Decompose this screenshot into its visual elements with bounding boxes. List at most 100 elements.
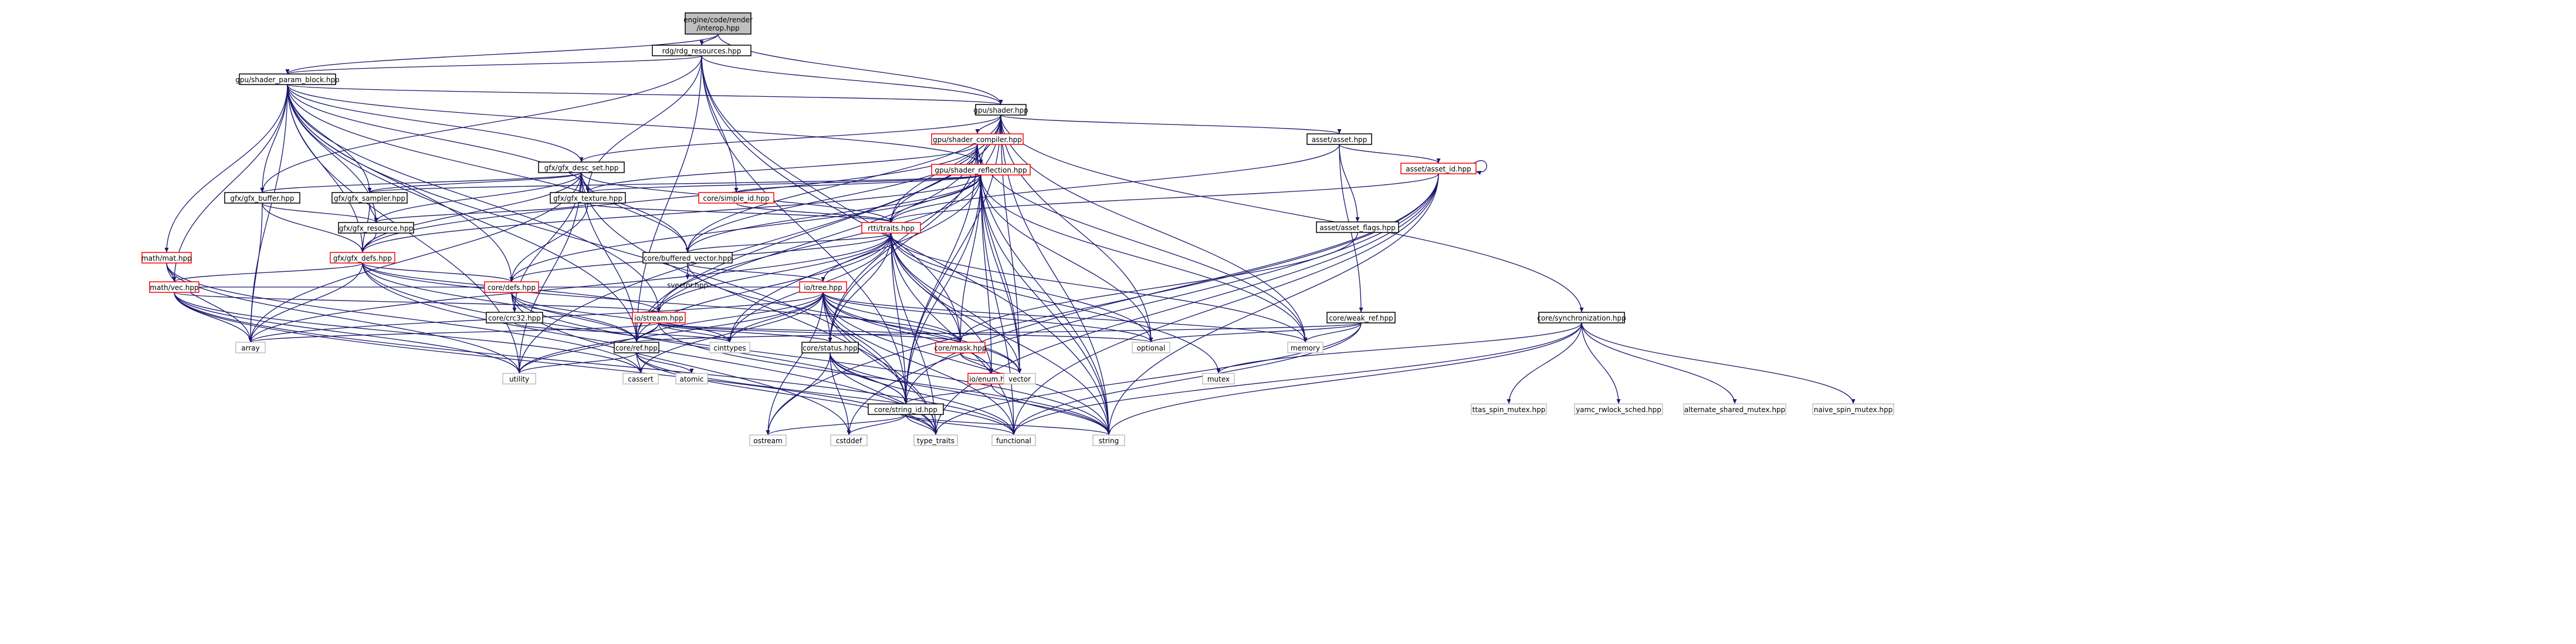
node-label: io/tree.hpp (804, 284, 842, 292)
node-optional[interactable]: optional (1132, 342, 1170, 353)
node-alternate[interactable]: alternate_shared_mutex.hpp (1683, 403, 1786, 415)
node-asset[interactable]: asset/asset.hpp (1306, 133, 1372, 145)
node-label: rtti/traits.hpp (868, 224, 915, 232)
node-box (642, 252, 733, 264)
edge-line (736, 174, 981, 193)
node-memory[interactable]: memory (1287, 342, 1323, 353)
node-atomic[interactable]: atomic (675, 373, 708, 385)
node-box (1538, 312, 1625, 323)
node-functional[interactable]: functional (991, 434, 1036, 446)
node-layer: engine/code/render/interop.hpp rdg/rdg_re… (141, 12, 1894, 446)
node-box (749, 434, 787, 446)
node-cstddef[interactable]: cstddef (830, 434, 868, 446)
node-texture[interactable]: gfx/gfx_texture.hpp (550, 192, 626, 204)
node-weakref[interactable]: core/weak_ref.hpp (1326, 312, 1396, 323)
node-string[interactable]: string (1092, 434, 1125, 446)
node-root[interactable]: engine/code/render/interop.hpp (683, 12, 753, 35)
edge-arrowhead (958, 338, 963, 342)
edge-line (287, 84, 637, 343)
edge-line (166, 84, 288, 253)
node-label: gfx/gfx_desc_set.hpp (544, 164, 619, 172)
node-cassert[interactable]: cassert (622, 373, 659, 385)
node-ostream[interactable]: ostream (749, 434, 787, 446)
edge-arrowhead (164, 248, 169, 252)
node-reflection[interactable]: gpu/shader_reflection.hpp (931, 164, 1031, 176)
edge-line (1150, 322, 1362, 343)
node-typetraits[interactable]: type_traits (913, 434, 958, 446)
edge-line (891, 144, 1340, 223)
node-naive[interactable]: naive_spin_mutex.hpp (1812, 403, 1894, 415)
node-ioenum[interactable]: io/enum.hpp (967, 373, 1015, 385)
node-shader[interactable]: gpu/shader.hpp (973, 104, 1028, 116)
node-utility[interactable]: utility (502, 373, 536, 385)
edge-arrowhead (727, 338, 732, 342)
node-spb[interactable]: gpu/shader_param_block.hpp (235, 73, 340, 85)
edge-arrowhead (248, 338, 253, 342)
node-iostream[interactable]: io/stream.hpp (632, 312, 686, 323)
node-traits[interactable]: rtti/traits.hpp (861, 222, 921, 234)
edge-line (287, 84, 588, 193)
edge-reflection-to-simpleid (734, 174, 981, 193)
node-box (675, 373, 708, 385)
node-label: type_traits (917, 437, 954, 445)
edge-line (636, 114, 1001, 343)
node-stringid[interactable]: core/string_id.hpp (868, 403, 944, 415)
node-ref[interactable]: core/ref.hpp (614, 342, 659, 353)
node-ttas[interactable]: ttas_spin_mutex.hpp (1471, 403, 1547, 415)
node-coredefs[interactable]: core/defs.hpp (484, 281, 539, 293)
edge-line (717, 33, 1001, 105)
edge-line (636, 232, 892, 343)
node-iotree[interactable]: io/tree.hpp (799, 281, 847, 293)
edge-line (1000, 114, 1340, 134)
node-box (861, 222, 921, 234)
node-assetid[interactable]: asset/asset_id.hpp (1400, 163, 1477, 174)
node-status[interactable]: core/status.hpp (801, 342, 859, 353)
edge-mat-to-array (166, 262, 253, 343)
node-yamc[interactable]: yamc_rwlock_sched.hpp (1574, 403, 1663, 415)
node-sync[interactable]: core/synchronization.hpp (1537, 312, 1626, 323)
node-compiler[interactable]: gpu/shader_compiler.hpp (931, 133, 1024, 145)
node-box (1316, 221, 1399, 233)
edge-line (891, 173, 1439, 223)
edge-defs-to-array (248, 262, 363, 343)
node-box (622, 373, 659, 385)
node-crc32[interactable]: core/crc32.hpp (486, 312, 543, 323)
edge-line (636, 292, 824, 343)
node-mask[interactable]: core/mask.hpp (935, 342, 987, 353)
edge-arrowhead (903, 399, 908, 404)
node-resource[interactable]: gfx/gfx_resource.hpp (338, 222, 414, 234)
node-box (1132, 342, 1170, 353)
node-descset[interactable]: gfx/gfx_desc_set.hpp (538, 161, 625, 173)
node-array[interactable]: array (235, 342, 266, 353)
edge-vec-to-cassert (174, 292, 643, 374)
edge-vec-to-utility (174, 292, 522, 374)
edge-arrowhead (1732, 399, 1737, 404)
node-label: functional (996, 437, 1031, 445)
edge-arrowhead (699, 41, 704, 45)
node-svector: svector.hpp (667, 281, 708, 289)
node-sampler[interactable]: gfx/gfx_sampler.hpp (331, 192, 408, 204)
edge-line (587, 174, 981, 193)
node-buffer[interactable]: gfx/gfx_buffer.hpp (224, 192, 300, 204)
edge-arrowhead (889, 218, 893, 222)
node-buffvec[interactable]: core/buffered_vector.hpp (642, 252, 733, 264)
node-simpleid[interactable]: core/simple_id.hpp (698, 192, 774, 204)
edge-line (822, 292, 1306, 343)
node-box (141, 252, 192, 264)
node-vector[interactable]: vector (1003, 373, 1036, 385)
node-cstdint[interactable]: cinttypes (709, 342, 750, 353)
node-vec[interactable]: math/vec.hpp (149, 281, 199, 293)
edge-line (687, 174, 981, 253)
node-mutex[interactable]: mutex (1202, 373, 1235, 385)
edge-line (701, 55, 1001, 105)
edge-descset-to-buffer (260, 172, 582, 193)
node-rdg[interactable]: rdg/rdg_resources.hpp (652, 45, 752, 56)
edge-line (848, 414, 906, 436)
edge-line (960, 232, 1358, 343)
node-mat[interactable]: math/mat.hpp (141, 252, 192, 264)
edge-line (362, 232, 377, 253)
edge-line (822, 292, 961, 343)
edge-iotree-to-cassert (638, 292, 824, 374)
node-defs[interactable]: gfx/gfx_defs.hpp (330, 252, 395, 264)
node-assetflags[interactable]: asset/asset_flags.hpp (1316, 221, 1399, 233)
